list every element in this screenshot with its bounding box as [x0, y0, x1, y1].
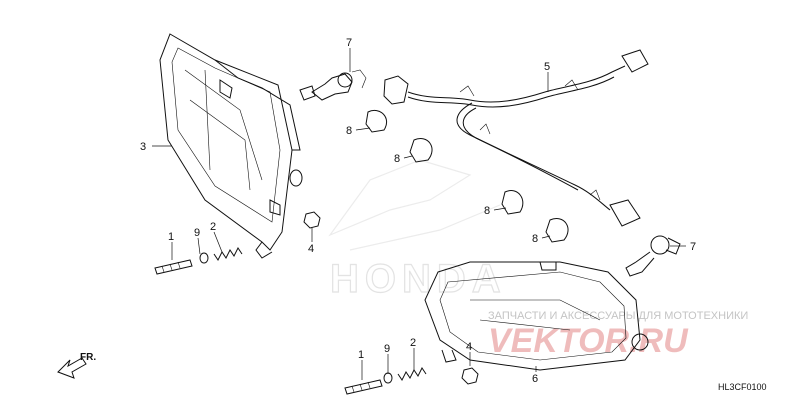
lower-headlight-unit [424, 261, 649, 371]
front-direction-label: FR. [80, 352, 96, 363]
callout-3: 3 [140, 141, 146, 153]
wire-harness [383, 49, 649, 227]
headlight-bulb-lower [625, 235, 681, 277]
callout-8-fourth: 8 [532, 233, 538, 245]
callout-1-upper: 1 [168, 231, 174, 243]
brand-watermark: VEKTOR.RU [488, 322, 689, 360]
callout-7-upper: 7 [346, 37, 352, 49]
headlight-bulb-upper [299, 69, 367, 101]
callout-4-lower: 4 [466, 341, 472, 353]
harness-clips [365, 110, 569, 243]
callout-2-upper: 2 [210, 221, 216, 233]
upper-headlight-unit [159, 33, 303, 259]
callout-2-lower: 2 [410, 337, 416, 349]
callout-1-lower: 1 [358, 349, 364, 361]
tagline-watermark: ЗАПЧАСТИ И АКСЕССУАРЫ ДЛЯ МОТОТЕХНИКИ [488, 310, 748, 322]
leader-lines [152, 48, 686, 380]
callout-labels: 3 7 5 8 8 8 8 7 4 1 9 2 1 9 2 4 6 [140, 37, 696, 385]
honda-watermark-text: HONDA [330, 257, 507, 301]
adjuster-set-lower [344, 367, 427, 395]
callout-9-upper: 9 [194, 227, 200, 239]
callout-8-first: 8 [346, 125, 352, 137]
nut-lower [461, 367, 479, 385]
front-direction-indicator: FR. [57, 352, 96, 379]
callout-6: 6 [532, 373, 538, 385]
adjuster-set-upper [154, 247, 243, 275]
callout-8-second: 8 [394, 153, 400, 165]
nut-upper [303, 211, 321, 229]
diagram-reference-code: HL3CF0100 [718, 382, 767, 392]
callout-5: 5 [544, 61, 550, 73]
callout-7-lower: 7 [690, 241, 696, 253]
callout-9-lower: 9 [384, 343, 390, 355]
front-arrow-icon [57, 357, 87, 379]
honda-watermark: HONDA [328, 159, 507, 302]
callout-8-third: 8 [484, 205, 490, 217]
callout-4-upper: 4 [308, 243, 314, 255]
